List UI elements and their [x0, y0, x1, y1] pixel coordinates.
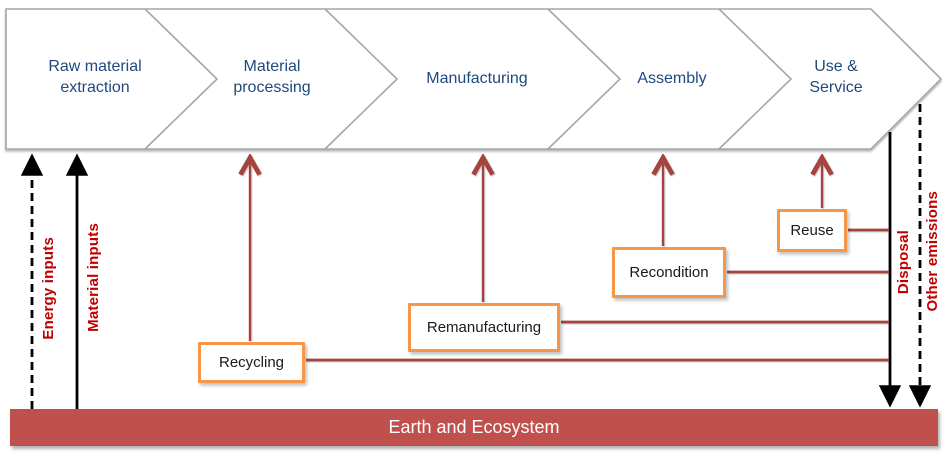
earth-ecosystem-label: Earth and Ecosystem: [388, 417, 560, 437]
stage-use-and-service: Use & Service: [809, 58, 863, 96]
recondition-box: Recondition: [612, 247, 726, 298]
material-inputs-label: Material inputs: [85, 223, 102, 332]
stage-band: [5, 8, 943, 150]
stage-manufacturing: Manufacturing: [426, 70, 528, 87]
energy-inputs-label: Energy inputs: [40, 237, 57, 340]
stage-separator-2: [324, 8, 399, 150]
recycling-box: Recycling: [198, 342, 305, 383]
stage-raw-material-extraction: Raw material extraction: [48, 58, 142, 96]
recondition-label: Recondition: [629, 264, 709, 281]
stage-separator-1: [144, 8, 219, 150]
other-emissions-label: Other emissions: [924, 191, 941, 312]
reuse-box: Reuse: [777, 209, 847, 252]
disposal-label: Disposal: [895, 230, 912, 295]
recycling-label: Recycling: [218, 354, 285, 371]
reuse-label: Reuse: [790, 222, 834, 239]
remanufacturing-box: Remanufacturing: [408, 303, 560, 352]
earth-ecosystem-bar: Earth and Ecosystem: [10, 409, 938, 446]
stage-separator-3: [547, 8, 622, 150]
stage-material-processing: Material processing: [233, 58, 311, 96]
remanufacturing-label: Remanufacturing: [426, 319, 542, 336]
stage-separator-4: [718, 8, 793, 150]
stage-assembly: Assembly: [637, 70, 707, 87]
